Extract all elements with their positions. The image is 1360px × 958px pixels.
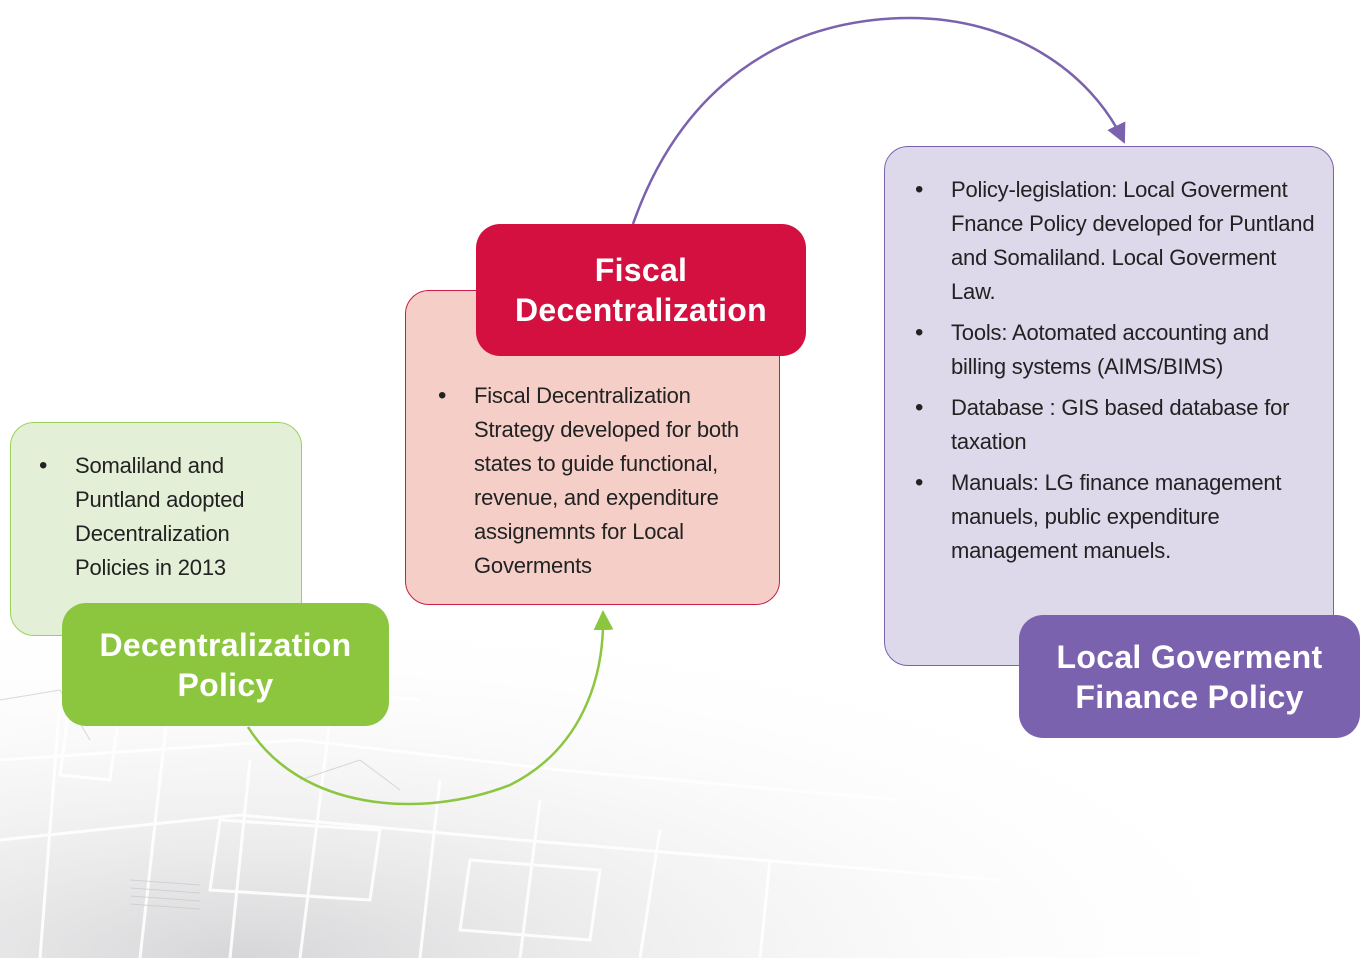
fiscal-decentralization-bullets: Fiscal Decentralization Strategy develop…: [436, 379, 765, 583]
local-goverment-finance-policy-bullets: Policy-legislation: Local Goverment Fnan…: [913, 173, 1321, 568]
title-line: Local Goverment: [1056, 638, 1323, 675]
local-goverment-finance-policy-title: Local Goverment Finance Policy: [1019, 615, 1360, 738]
title-line: Decentralization: [99, 626, 352, 663]
bullet-item: Tools: Aotomated accounting and billing …: [913, 316, 1321, 384]
bullet-item: Policy-legislation: Local Goverment Fnan…: [913, 173, 1321, 309]
title-line: Fiscal: [594, 252, 688, 288]
title-line: Decentralization: [515, 292, 767, 328]
title-line: Finance Policy: [1075, 678, 1304, 715]
bullet-item: Somaliland and Puntland adopted Decentra…: [37, 449, 287, 585]
fiscal-decentralization-title: Fiscal Decentralization: [476, 224, 806, 356]
bullet-item: Database : GIS based database for taxati…: [913, 391, 1321, 459]
decentralization-policy-bullets: Somaliland and Puntland adopted Decentra…: [37, 449, 287, 585]
decentralization-policy-details: Somaliland and Puntland adopted Decentra…: [10, 422, 302, 636]
bullet-item: Manuals: LG finance management manuels, …: [913, 466, 1321, 568]
local-goverment-finance-policy-details: Policy-legislation: Local Goverment Fnan…: [884, 146, 1334, 666]
title-line: Policy: [177, 666, 274, 703]
decentralization-policy-title: Decentralization Policy: [62, 603, 389, 726]
bullet-item: Fiscal Decentralization Strategy develop…: [436, 379, 765, 583]
